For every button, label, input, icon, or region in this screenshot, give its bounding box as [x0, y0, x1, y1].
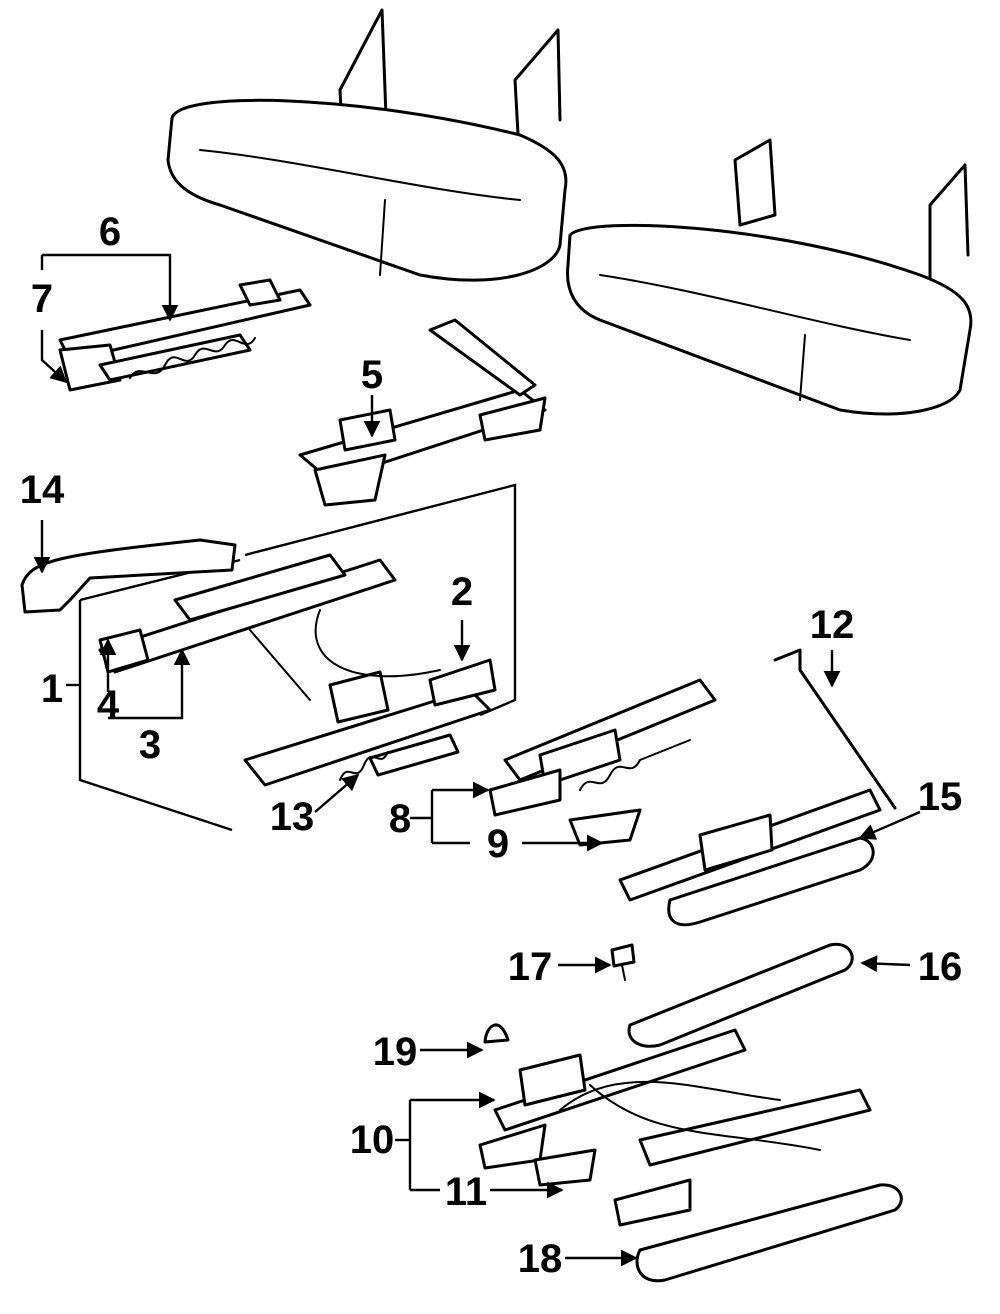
seat-track-assembly-8-9 [488, 678, 882, 902]
callout-14: 14 [20, 468, 65, 512]
callout-16: 16 [918, 945, 963, 989]
callout-17: 17 [508, 945, 553, 989]
rod-12 [773, 648, 897, 810]
callout-15: 15 [918, 775, 963, 819]
recliner-bracket-5 [298, 318, 547, 507]
callout-1: 1 [41, 667, 63, 711]
callout-4: 4 [97, 683, 120, 727]
callout-labels: 6 7 5 14 2 1 4 3 12 13 8 9 15 17 16 19 1… [20, 210, 963, 1281]
spring-13 [339, 733, 460, 781]
callout-10: 10 [350, 1118, 395, 1162]
callout-19: 19 [373, 1030, 418, 1074]
callout-3: 3 [139, 723, 161, 767]
trim-cover-15 [667, 836, 875, 927]
cap-19 [483, 1023, 510, 1044]
callout-6: 6 [99, 210, 121, 254]
callout-7: 7 [31, 277, 53, 321]
callout-2: 2 [451, 570, 473, 614]
leader-lines [33, 253, 921, 1267]
trim-cover-16 [627, 942, 854, 1048]
callout-12: 12 [810, 603, 855, 647]
callout-5: 5 [361, 353, 383, 397]
track-assembly-6-7 [58, 278, 312, 392]
callout-8: 8 [389, 797, 411, 841]
seat-cushion-left [166, 8, 568, 282]
seat-track-assembly-1 [98, 553, 497, 787]
callout-18: 18 [518, 1237, 563, 1281]
seat-track-assembly-10-11 [478, 1028, 872, 1227]
callout-13: 13 [270, 795, 315, 839]
bolt-17 [610, 943, 636, 981]
callout-9: 9 [487, 822, 509, 866]
seat-cushion-right [565, 138, 973, 416]
callout-11: 11 [445, 1170, 487, 1214]
trim-cover-14 [20, 538, 237, 614]
